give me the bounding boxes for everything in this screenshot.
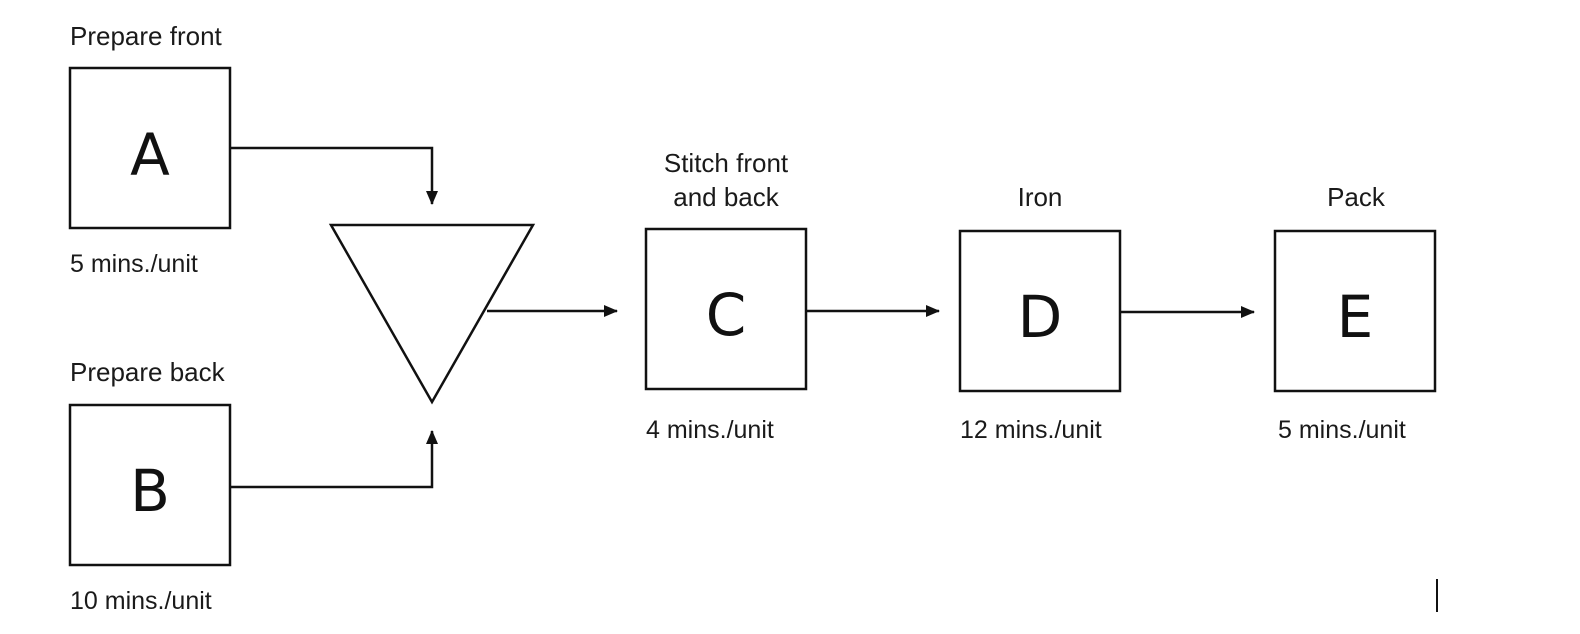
station-b-label: Prepare back — [70, 357, 226, 387]
station-d-letter: D — [1018, 283, 1063, 351]
station-c-time: 4 mins./unit — [646, 416, 774, 444]
station-e-label: Pack — [1327, 182, 1386, 212]
station-c-letter: C — [706, 281, 747, 349]
station-e-time: 5 mins./unit — [1278, 416, 1406, 444]
inventory-triangle — [328, 223, 536, 405]
station-a-letter: A — [130, 121, 170, 189]
station-c: Stitch front and back C 4 mins./unit — [644, 148, 808, 444]
station-b-letter: B — [130, 457, 170, 525]
station-b-box — [68, 403, 232, 567]
station-a: Prepare front A 5 mins./unit — [68, 21, 232, 278]
flow-arrow-a-to-inventory — [230, 146, 438, 205]
station-c-label-line2: and back — [673, 182, 780, 212]
station-a-time: 5 mins./unit — [70, 250, 198, 278]
station-c-label-line1: Stitch front — [664, 148, 789, 178]
flow-arrow-b-to-inventory — [230, 430, 438, 489]
station-c-box — [644, 227, 808, 391]
station-e-box — [1273, 229, 1437, 393]
station-d: Iron D 12 mins./unit — [958, 182, 1122, 444]
station-d-time: 12 mins./unit — [960, 416, 1102, 444]
station-e-letter: E — [1337, 283, 1374, 351]
station-b-time: 10 mins./unit — [70, 587, 212, 615]
station-d-label: Iron — [1018, 182, 1063, 212]
station-b: Prepare back B 10 mins./unit — [68, 357, 232, 615]
station-e: Pack E 5 mins./unit — [1273, 182, 1437, 444]
station-a-label: Prepare front — [70, 21, 223, 51]
